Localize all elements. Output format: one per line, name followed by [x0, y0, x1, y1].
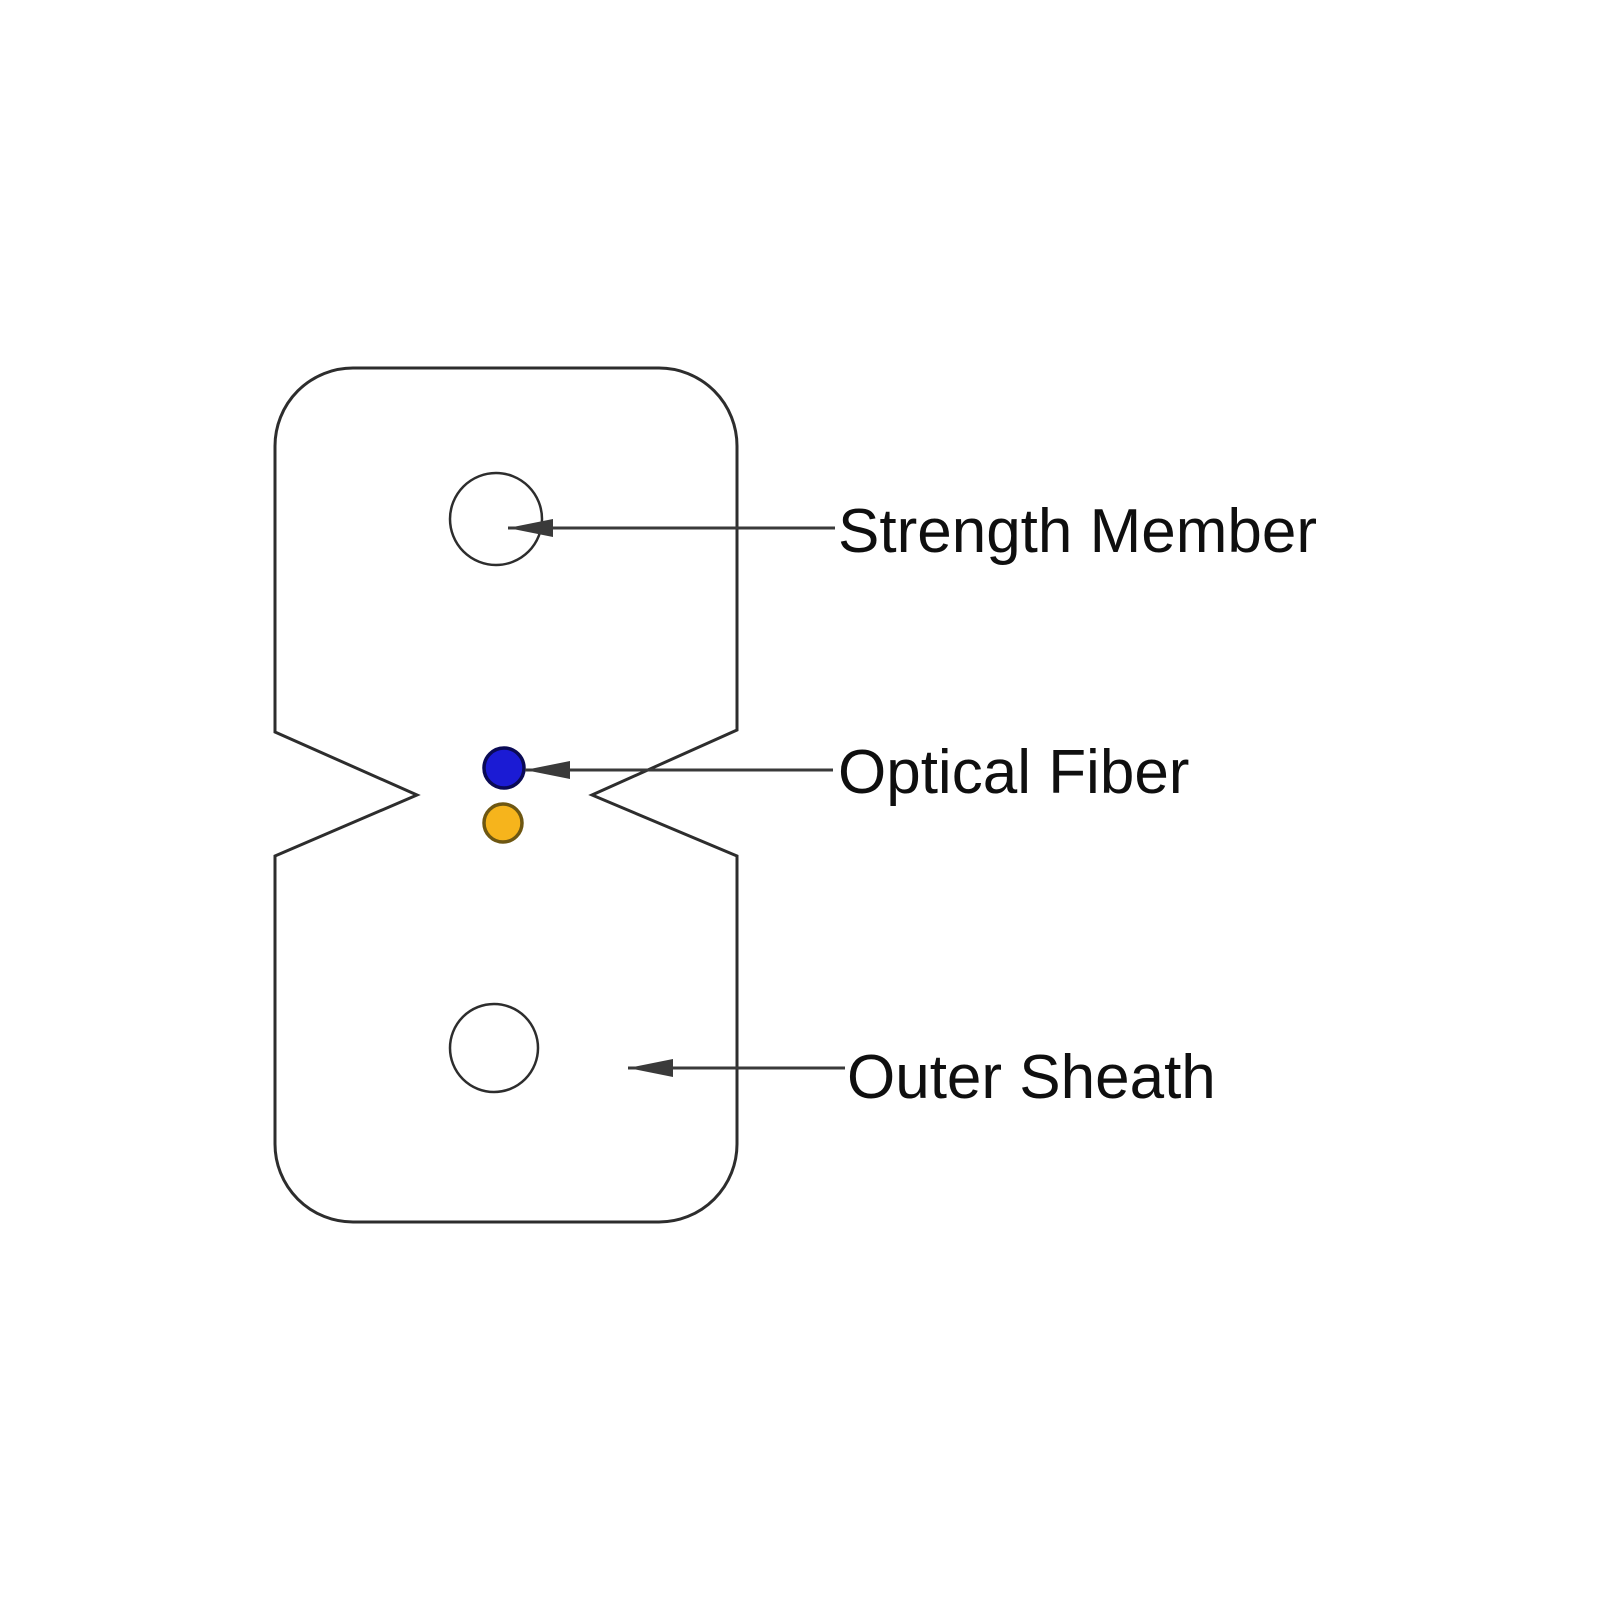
outer-sheath-leader [628, 1059, 845, 1077]
cable-outline [273, 366, 739, 1224]
outer-sheath-label: Outer Sheath [847, 1043, 1216, 1112]
optical-fiber-leader [525, 761, 833, 779]
optical-fiber-label: Optical Fiber [838, 738, 1189, 807]
strength-member-arrowhead [508, 519, 553, 537]
strength-member-leader [508, 519, 835, 537]
optical-fiber-dot-blue [482, 746, 526, 790]
optical-fiber-arrowhead [525, 761, 570, 779]
outer-sheath-arrowhead [628, 1059, 673, 1077]
optical-fiber-dot-orange [482, 802, 524, 844]
strength-member-circle-bottom [448, 1002, 540, 1094]
strength-member-label: Strength Member [838, 497, 1317, 566]
strength-member-circle-top [448, 471, 544, 567]
